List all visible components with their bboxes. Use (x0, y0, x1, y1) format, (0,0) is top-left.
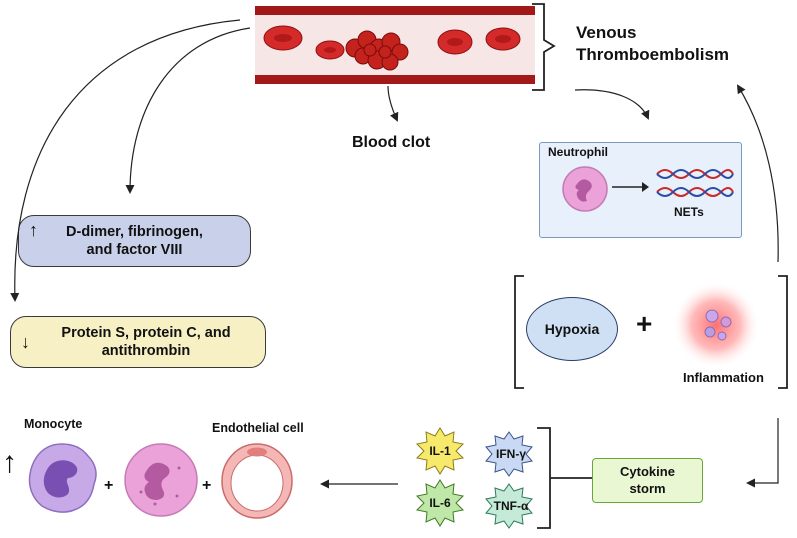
monocyte-cell-icon (28, 443, 97, 513)
inflammation-icon (672, 281, 760, 369)
cytokine-connector-line (550, 477, 595, 479)
nets-label: NETs (674, 205, 704, 219)
decrease-markers-line1: Protein S, protein C, and (61, 324, 231, 341)
cytokine-tnf-label: TNF-α (494, 499, 529, 513)
il1-starburst (415, 427, 465, 475)
arrow-to-nets (612, 182, 649, 192)
vte-title-line2: Thromboembolism (576, 45, 730, 64)
blood-clot-mass (345, 30, 409, 71)
cytokine-ifn-label: IFN-γ (496, 447, 526, 461)
arrow-inflammation-to-vte (736, 84, 779, 263)
endothelial-cell-icon (221, 443, 293, 519)
arrow-vessel-to-increase (125, 27, 251, 194)
arrow-clot-down (387, 85, 399, 122)
hypoxia-label: Hypoxia (544, 321, 600, 337)
monocyte-label: Monocyte (24, 417, 83, 431)
neutrophil-cell-large-icon (124, 443, 198, 517)
increase-markers-line1: D-dimer, fibrinogen, (66, 223, 203, 240)
ifn-starburst (485, 431, 533, 477)
blood-vessel-illustration (255, 6, 535, 84)
cells-increase-arrow: ↑ (2, 446, 17, 479)
cytokine-storm-line1: Cytokine (620, 464, 675, 480)
increase-markers-box: ↑ D-dimer, fibrinogen, and factor VIII (18, 215, 251, 267)
decrease-markers-box: ↓ Protein S, protein C, and antithrombin (10, 316, 266, 368)
cells-plus-1: + (104, 477, 114, 494)
endothelial-label: Endothelial cell (212, 421, 304, 435)
neutrophil-label: Neutrophil (548, 145, 608, 159)
cytokine-storm-line2: storm (629, 480, 666, 496)
vte-title-line1: Venous (576, 23, 637, 42)
hypoxia-inflammation-bracket (514, 275, 788, 389)
decrease-markers-line2: antithrombin (101, 343, 191, 359)
inflammation-label: Inflammation (683, 370, 764, 385)
vte-title: Venous Thromboembolism (576, 22, 729, 66)
increase-markers-line2: and factor VIII (86, 242, 183, 258)
cytokine-il1-label: IL-1 (429, 444, 451, 458)
decrease-arrow: ↓ (21, 332, 30, 352)
neutrophil-cell-icon (562, 166, 608, 212)
il6-starburst (415, 479, 465, 527)
vte-bracket (532, 3, 556, 91)
tnf-starburst (485, 483, 533, 529)
increase-arrow: ↑ (29, 220, 38, 240)
blood-clot-label: Blood clot (352, 134, 431, 151)
nets-dna-icon (656, 169, 734, 197)
plus-sign-hypoxia: + (636, 308, 653, 339)
cells-plus-2: + (202, 477, 212, 494)
arrow-vte-to-neutrophil (574, 89, 650, 120)
cytokine-storm-box: Cytokine storm (592, 458, 703, 503)
arrow-vessel-to-decrease (10, 19, 241, 302)
arrow-bracket-to-storm (746, 418, 779, 488)
cytokine-cluster: IL-1 IFN-γ IL-6 TNF-α (415, 427, 551, 529)
cytokine-il6-label: IL-6 (429, 496, 451, 510)
hypoxia-ellipse: Hypoxia (526, 297, 618, 361)
